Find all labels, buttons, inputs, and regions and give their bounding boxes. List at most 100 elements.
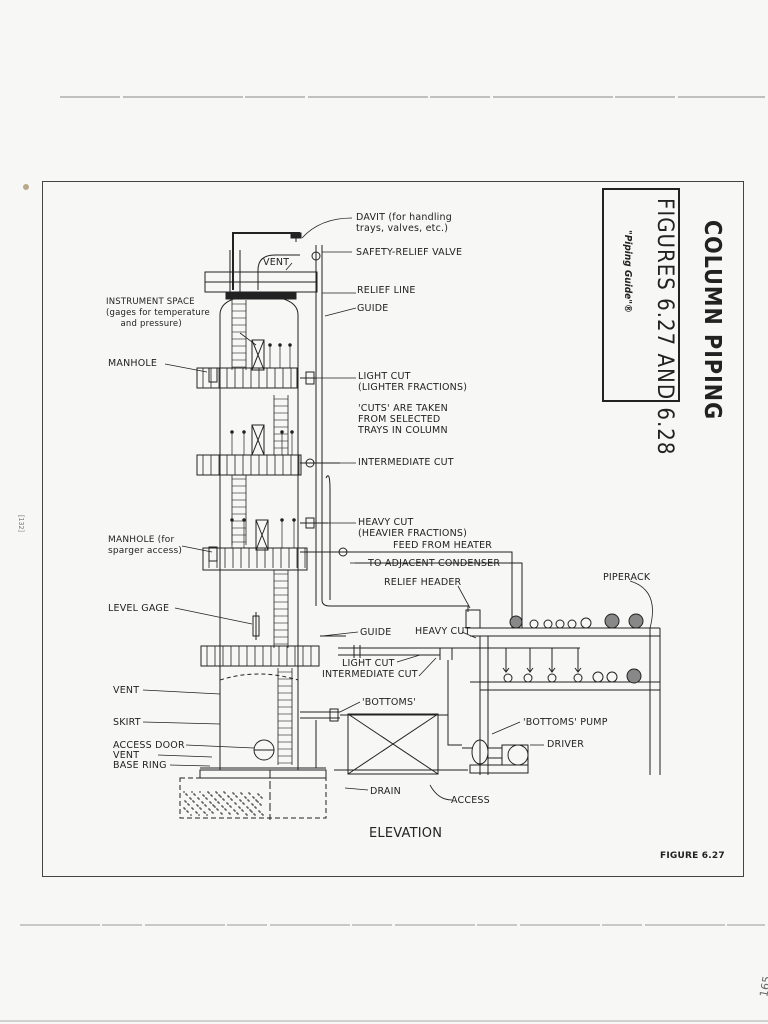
drop-arrow xyxy=(574,667,582,673)
gravel-dot xyxy=(217,801,219,803)
gravel-dot xyxy=(220,812,222,814)
label-vent-top: VENT xyxy=(263,257,290,268)
rack-pipe xyxy=(592,671,604,683)
drop-arrow xyxy=(502,667,510,673)
gage-head xyxy=(242,518,246,522)
label-vent-side: VENT xyxy=(113,685,140,696)
rack-pipe xyxy=(503,673,513,683)
gravel-dot xyxy=(259,803,261,805)
gravel-dot xyxy=(193,793,195,795)
gravel-dot xyxy=(189,797,191,799)
label-base-ring: BASE RING xyxy=(113,760,167,771)
margin-side-note: [132] xyxy=(17,515,25,532)
rack-pipe xyxy=(567,619,577,629)
label-bottoms: 'BOTTOMS' xyxy=(362,697,416,708)
gravel-dot xyxy=(239,799,241,801)
gravel-dot xyxy=(198,814,200,816)
gravel-dot xyxy=(254,806,256,808)
rack-pipe xyxy=(547,673,557,683)
gage-head xyxy=(230,518,234,522)
drain-box xyxy=(347,713,439,775)
gravel-dot xyxy=(199,791,201,793)
leader-lines xyxy=(142,217,653,801)
label-to-adjacent-condenser: TO ADJACENT CONDENSER xyxy=(368,558,501,569)
gravel-dot xyxy=(211,811,213,813)
label-light-cut: LIGHT CUT (LIGHTER FRACTIONS) xyxy=(358,371,468,393)
gravel-dot xyxy=(202,794,204,796)
gage-head xyxy=(280,430,284,434)
gravel-dot xyxy=(260,796,262,798)
label-manhole: MANHOLE xyxy=(108,358,158,369)
label-heavy-cut: HEAVY CUT (HEAVIER FRACTIONS) xyxy=(358,517,468,539)
gravel-dot xyxy=(257,793,259,795)
rack-pipe xyxy=(604,613,620,629)
label-piperack: PIPERACK xyxy=(603,572,651,583)
title-block xyxy=(602,188,680,402)
drop-arrow xyxy=(548,667,556,673)
gravel-dot xyxy=(234,802,236,804)
gravel-dot xyxy=(245,813,247,815)
gravel-dot xyxy=(214,798,216,800)
label-manhole-sparger: MANHOLE (for sparger access) xyxy=(108,535,183,556)
label-drain: DRAIN xyxy=(370,786,401,797)
gage-head xyxy=(280,518,284,522)
gravel-dot xyxy=(229,805,231,807)
gravel-dot xyxy=(210,794,212,796)
gravel-dot xyxy=(183,791,185,793)
title-figures: FIGURES 6.27 AND 6.28 xyxy=(652,198,677,456)
gravel-dot xyxy=(201,801,203,803)
gravel-dot xyxy=(186,810,188,812)
gravel-dot xyxy=(258,810,260,812)
gravel-dot xyxy=(232,792,234,794)
label-level-gage: LEVEL GAGE xyxy=(108,603,170,614)
gravel-dot xyxy=(185,793,187,795)
gravel-dot xyxy=(235,795,237,797)
gravel-dot xyxy=(208,808,210,810)
label-intermediate-cut: INTERMEDIATE CUT xyxy=(358,457,454,468)
davit-icon xyxy=(232,232,302,290)
gage-head xyxy=(230,430,234,434)
gravel-dot xyxy=(184,800,186,802)
gage-head xyxy=(268,343,272,347)
gravel-dot xyxy=(205,797,207,799)
gravel-dot xyxy=(223,791,225,793)
label-skirt: SKIRT xyxy=(113,717,141,728)
level-gage-icon xyxy=(252,612,260,640)
label-access-door: ACCESS DOOR xyxy=(113,740,185,751)
gravel-dot xyxy=(204,804,206,806)
gage-head xyxy=(242,430,246,434)
gravel-dot xyxy=(221,805,223,807)
gravel-dot xyxy=(246,806,248,808)
gravel-dot xyxy=(251,803,253,805)
gravel-dot xyxy=(197,797,199,799)
gravel-dot xyxy=(242,802,244,804)
gravel-dot xyxy=(196,804,198,806)
rack-pipe xyxy=(543,619,553,629)
label-heavy-cut-bottom: HEAVY CUT xyxy=(415,626,471,637)
piperack xyxy=(465,609,661,775)
label-intermediate-cut-bottom: INTERMEDIATE CUT xyxy=(322,669,418,680)
gage-head xyxy=(288,343,292,347)
gravel-dot xyxy=(209,801,211,803)
gage-head xyxy=(290,430,294,434)
gravel-dot xyxy=(195,811,197,813)
rack-pipe xyxy=(529,619,539,629)
drop-arrow xyxy=(526,667,534,673)
gravel-dot xyxy=(192,800,194,802)
gravel-dot xyxy=(238,806,240,808)
rack-pipe xyxy=(509,615,523,629)
bottoms-line xyxy=(300,660,462,746)
gravel-dot xyxy=(203,811,205,813)
gravel-dot xyxy=(199,807,201,809)
gravel-dot xyxy=(253,813,255,815)
gravel-dot xyxy=(244,796,246,798)
gravel-dot xyxy=(187,803,189,805)
gravel-dot xyxy=(218,794,220,796)
gravel-dot xyxy=(247,799,249,801)
label-figure-number: FIGURE 6.27 xyxy=(660,851,725,861)
gravel-dot xyxy=(252,796,254,798)
label-davit: DAVIT (for handling trays, valves, etc.) xyxy=(356,212,452,234)
gravel-dot xyxy=(212,804,214,806)
manhole-icons xyxy=(208,367,218,562)
